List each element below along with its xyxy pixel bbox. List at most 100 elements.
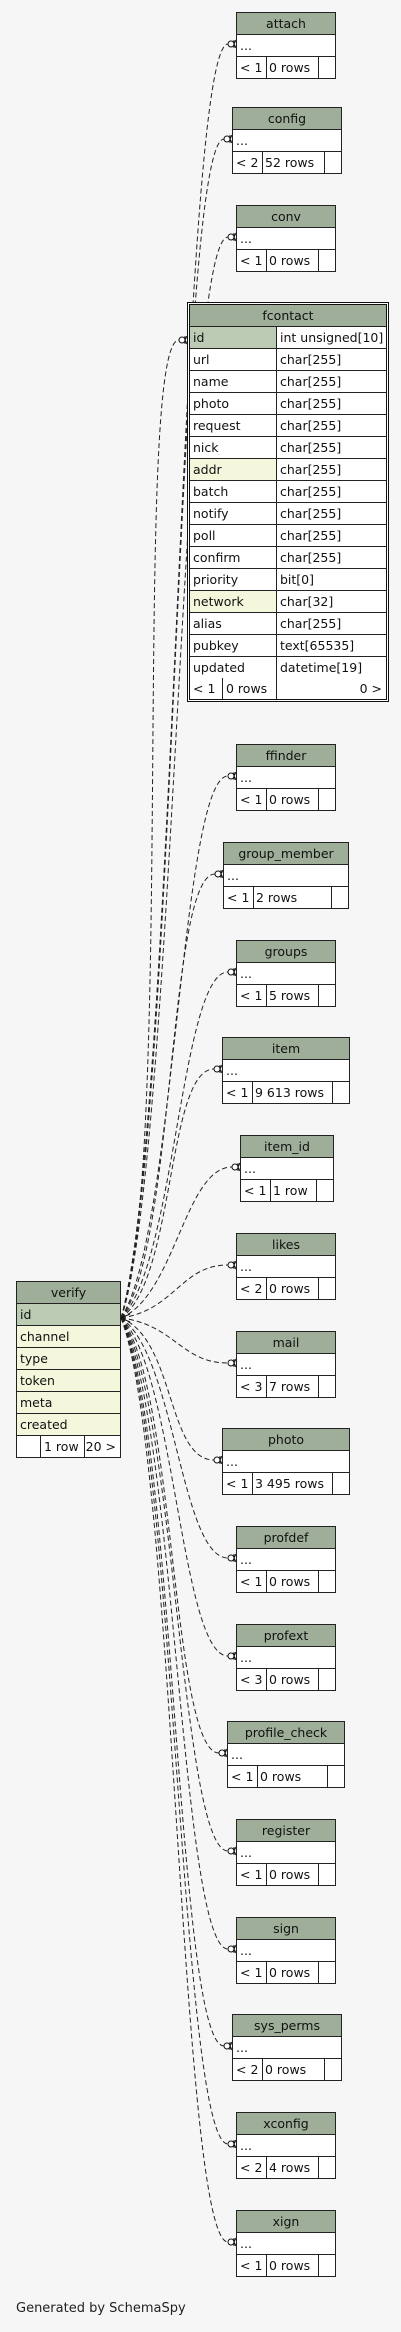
- column-name: batch: [190, 481, 277, 502]
- parents-count: < 2: [237, 1278, 267, 1299]
- column-type: char[255]: [280, 616, 342, 631]
- table-header: xconfig: [237, 2113, 335, 2135]
- row-count: 4 rows: [267, 2157, 319, 2178]
- edge-origin-marker: [120, 1313, 131, 1323]
- table-header: sign: [237, 1918, 335, 1940]
- column-name: alias: [190, 613, 277, 634]
- row-count: 0 rows: [267, 57, 319, 78]
- column-name: id: [190, 327, 277, 348]
- column-ellipsis: ...: [227, 868, 239, 883]
- many-cardinality-marker: [233, 967, 237, 977]
- parents-count: < 1: [237, 1571, 267, 1592]
- row-count: 1 row: [271, 1180, 317, 1201]
- relationship-edge: [120, 1317, 215, 1461]
- column-ellipsis: ...: [231, 1747, 243, 1762]
- relationship-edge: [120, 1317, 220, 1754]
- column-row: created: [17, 1414, 120, 1436]
- table-verify[interactable]: verify id channel type token meta create…: [16, 1281, 121, 1458]
- table-header: sys_perms: [233, 2015, 341, 2037]
- zero-cardinality-marker: [213, 1456, 221, 1464]
- table-header: group_member: [224, 843, 348, 865]
- column-ellipsis: ...: [240, 1845, 252, 1860]
- zero-cardinality-marker: [223, 2042, 231, 2050]
- table-header: item_id: [241, 1136, 333, 1158]
- column-ellipsis: ...: [240, 966, 252, 981]
- table-header: attach: [237, 13, 335, 35]
- children-count: 20 >: [85, 1439, 116, 1454]
- many-cardinality-marker: [233, 1260, 237, 1270]
- column-ellipsis: ...: [236, 2040, 248, 2055]
- column-ellipsis: ...: [240, 38, 252, 53]
- relationship-edge: [120, 775, 229, 1319]
- column-type: bit[0]: [280, 572, 315, 587]
- row-count: 1 row: [41, 1436, 85, 1457]
- column-ellipsis-row: ...: [237, 1549, 335, 1571]
- parents-count: < 1: [237, 57, 267, 78]
- zero-cardinality-marker: [227, 968, 235, 976]
- parents-count: < 3: [237, 1669, 267, 1690]
- relationship-edge: [120, 43, 229, 1319]
- parents-count: < 1: [241, 1180, 271, 1201]
- relationship-edge: [120, 873, 216, 1319]
- children-count: 0 >: [359, 681, 382, 696]
- column-ellipsis: ...: [240, 2236, 252, 2251]
- column-row: meta: [17, 1392, 120, 1414]
- generated-by-label: Generated by SchemaSpy: [16, 2301, 186, 2316]
- column-type: char[32]: [280, 594, 334, 609]
- column-name: poll: [190, 525, 277, 546]
- column-ellipsis-row: ...: [237, 228, 335, 250]
- column-name: created: [17, 1414, 120, 1435]
- zero-cardinality-marker: [218, 1749, 226, 1757]
- column-ellipsis-row: ...: [237, 2135, 335, 2157]
- many-cardinality-marker: [237, 1162, 241, 1172]
- column-ellipsis: ...: [240, 1943, 252, 1958]
- parents-count: < 1: [190, 678, 223, 699]
- row-count: 9 613 rows: [253, 1082, 333, 1103]
- many-cardinality-marker: [229, 2041, 233, 2051]
- footer-spacer: [317, 1180, 333, 1201]
- column-type: char[255]: [280, 462, 342, 477]
- footer-spacer: [319, 2157, 335, 2178]
- column-name: network: [190, 591, 277, 612]
- parents-count: < 1: [223, 1082, 253, 1103]
- zero-cardinality-marker: [227, 1847, 235, 1855]
